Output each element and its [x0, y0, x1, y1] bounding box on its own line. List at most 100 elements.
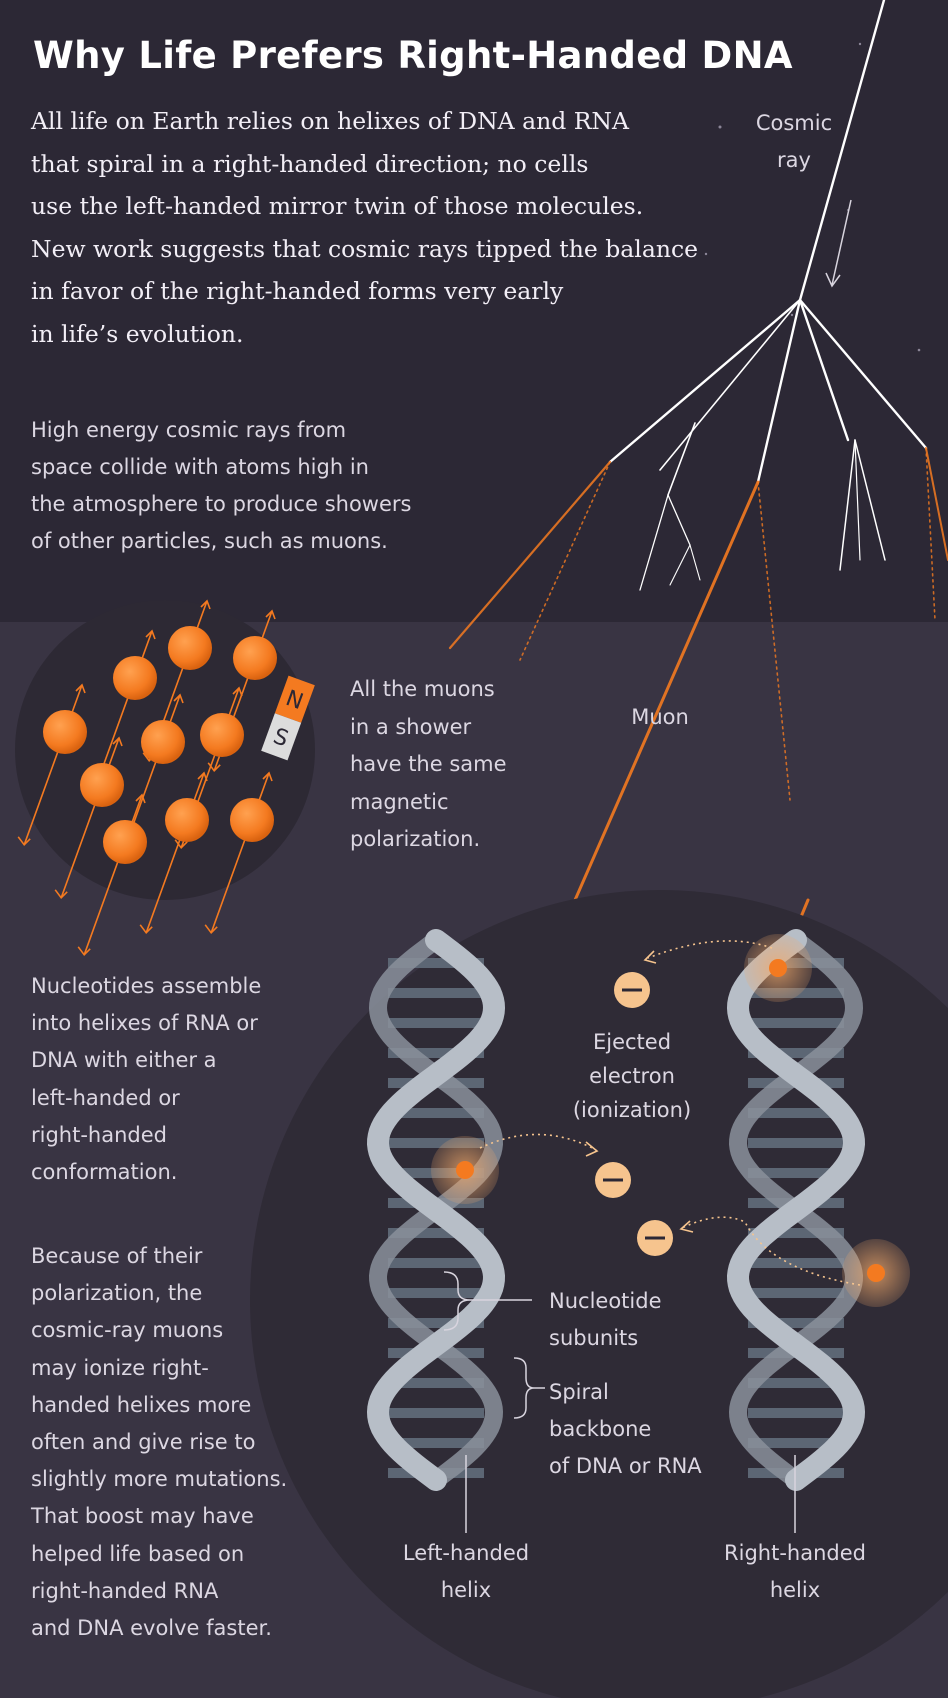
caption-line: often and give rise to	[31, 1430, 256, 1455]
base-pair	[388, 1018, 484, 1028]
caption-line: High energy cosmic rays from	[31, 418, 347, 442]
electrons	[595, 972, 673, 1256]
base-pair	[388, 1258, 484, 1268]
base-pair	[748, 1408, 844, 1418]
label-line: Spiral	[549, 1380, 609, 1404]
caption-line: of other particles, such as muons.	[31, 529, 388, 553]
caption-line: into helixes of RNA or	[31, 1011, 258, 1036]
base-pair	[748, 1378, 844, 1388]
nucleotide-subunits-label: Nucleotide subunits	[549, 1283, 662, 1357]
because-caption: Because of their polarization, the cosmi…	[31, 1238, 287, 1647]
base-pair	[748, 1138, 844, 1148]
callout-lines	[443, 1271, 796, 1533]
ionization-impacts	[431, 934, 910, 1307]
backbone-strand-front	[366, 929, 506, 1491]
caption-line: handed helixes more	[31, 1392, 252, 1417]
label-line: backbone	[549, 1417, 652, 1441]
caption-line: right-handed RNA	[31, 1578, 219, 1603]
left-handed-helix	[366, 929, 506, 1491]
label-line: helix	[440, 1578, 492, 1602]
left-helix-label: Left-handed helix	[366, 1535, 566, 1609]
base-pair	[748, 1168, 844, 1178]
cosmic-ray-arrow	[825, 199, 852, 288]
label-line: Cosmic	[755, 111, 833, 135]
nucleotides-caption: Nucleotides assemble into helixes of RNA…	[31, 968, 261, 1191]
label-line: Muon	[631, 705, 689, 729]
caption-line: cosmic-ray muons	[31, 1318, 224, 1343]
intro-paragraph: All life on Earth relies on helixes of D…	[31, 100, 731, 355]
label-line: subunits	[549, 1326, 639, 1350]
caption-line: right-handed	[31, 1122, 167, 1147]
base-pair	[748, 1048, 844, 1058]
impact-point-left	[456, 1161, 474, 1179]
base-pair	[388, 1138, 484, 1148]
muon-cluster	[17, 599, 277, 957]
base-pair	[388, 958, 484, 968]
caption-line: have the same	[350, 752, 507, 776]
caption-line: slightly more mutations.	[31, 1467, 288, 1492]
magnet-icon: N S	[261, 675, 315, 761]
caption-line: the atmosphere to produce showers	[31, 492, 412, 516]
caption-line: helped life based on	[31, 1541, 245, 1566]
cosmic-ray-label: Cosmic ray	[744, 105, 844, 179]
label-line: Ejected	[592, 1030, 672, 1054]
caption-line: magnetic	[350, 789, 449, 814]
label-line: Left-handed	[402, 1541, 530, 1565]
label-line: (ionization)	[572, 1098, 692, 1122]
cosmic-ray-shower	[608, 0, 928, 591]
muon-particle	[17, 683, 87, 847]
electron-paths	[479, 940, 861, 1286]
base-pair	[748, 1288, 844, 1298]
impact-point-right-top	[769, 959, 787, 977]
right-helix-label: Right-handed helix	[695, 1535, 895, 1609]
intro-line: use the left-handed mirror twin of those…	[31, 192, 644, 220]
muon-particle	[204, 771, 274, 935]
ejected-electron-label: Ejected electron (ionization)	[552, 1025, 712, 1127]
caption-line: space collide with atoms high in	[31, 455, 369, 479]
muon-particle	[77, 793, 147, 957]
muon-particle	[54, 736, 124, 900]
base-pair	[388, 1048, 484, 1058]
caption-line: Because of their	[31, 1244, 203, 1268]
backbone-strand-front	[726, 929, 866, 1491]
base-pair	[388, 1228, 484, 1238]
intro-line: All life on Earth relies on helixes of D…	[31, 107, 629, 135]
intro-line: New work suggests that cosmic rays tippe…	[31, 234, 699, 263]
polarization-caption: All the muons in a shower have the same …	[350, 671, 507, 859]
cosmic-rays-caption: High energy cosmic rays from space colli…	[31, 412, 411, 560]
caption-line: left-handed or	[31, 1085, 180, 1110]
label-line: electron	[589, 1064, 675, 1088]
base-pair	[388, 1408, 484, 1418]
page-title: Why Life Prefers Right-Handed DNA	[33, 34, 793, 77]
base-pair	[388, 988, 484, 998]
electron-icon	[614, 972, 650, 1008]
label-line: Nucleotide	[549, 1289, 662, 1313]
intro-line: in life’s evolution.	[31, 319, 244, 348]
label-line: ray	[777, 148, 811, 172]
base-pair	[388, 1318, 484, 1328]
base-pair	[748, 1018, 844, 1028]
base-pair	[388, 1108, 484, 1118]
base-pair	[748, 1438, 844, 1448]
electron-icon	[595, 1162, 631, 1198]
caption-line: conformation.	[31, 1160, 178, 1185]
intro-line: in favor of the right-handed forms very …	[31, 277, 564, 305]
caption-line: in a shower	[350, 714, 472, 739]
base-pair	[388, 1438, 484, 1448]
caption-line: That boost may have	[31, 1504, 254, 1529]
base-pair	[748, 1258, 844, 1268]
electron-icon	[637, 1220, 673, 1256]
muon-label: Muon	[610, 705, 710, 729]
muon-particle	[139, 771, 209, 935]
base-pair	[388, 1378, 484, 1388]
caption-line: may ionize right-	[31, 1355, 209, 1380]
caption-line: polarization.	[350, 827, 481, 851]
label-line: Right-handed	[724, 1541, 866, 1565]
base-pair	[748, 1318, 844, 1328]
spiral-backbone-label: Spiral backbone of DNA or RNA	[549, 1374, 702, 1485]
intro-line: that spiral in a right-handed direction;…	[31, 149, 589, 178]
impact-point-right-bottom	[867, 1264, 885, 1282]
caption-line: All the muons	[350, 677, 495, 701]
